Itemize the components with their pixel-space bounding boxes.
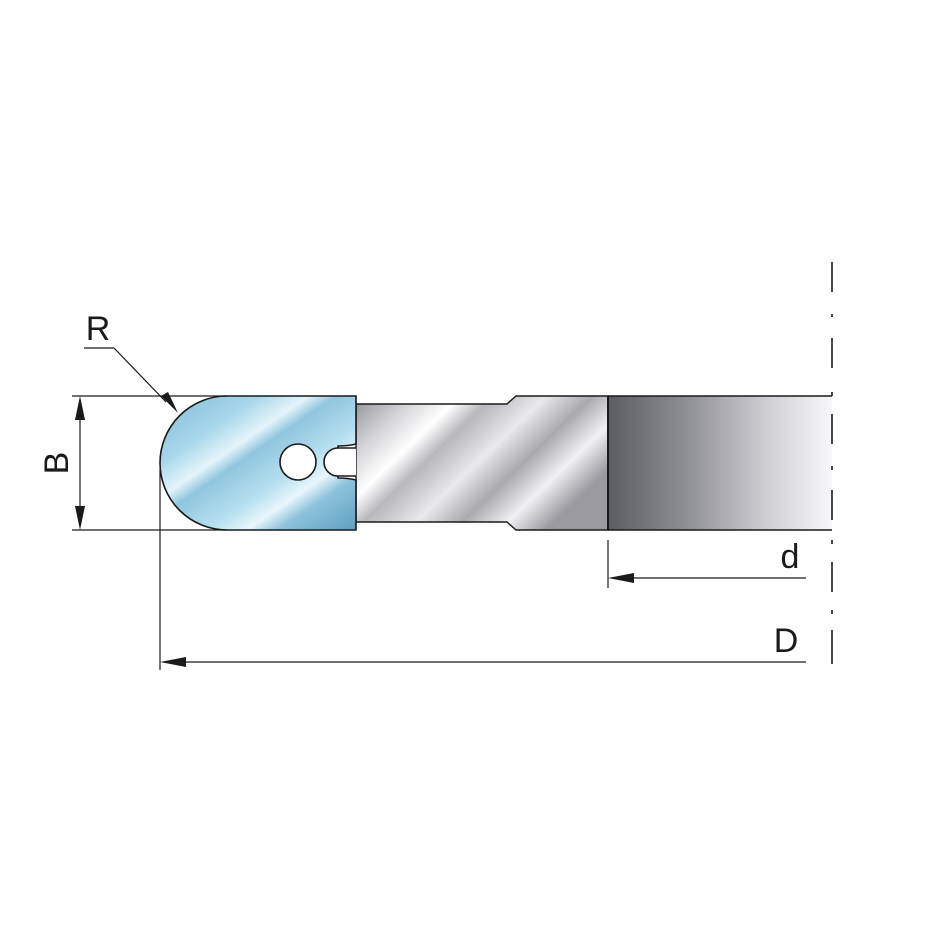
tip-slot bbox=[323, 447, 356, 477]
carbide-tip bbox=[159, 395, 357, 531]
dimension-bore-d bbox=[607, 540, 806, 588]
label-radius-r: R bbox=[86, 310, 111, 348]
tip-screw-hole bbox=[279, 443, 317, 481]
dimension-radius-r bbox=[84, 347, 178, 413]
dimension-outer-diameter-d bbox=[159, 470, 806, 670]
label-outer-diameter-d: D bbox=[774, 622, 799, 660]
cutter-body bbox=[355, 395, 609, 531]
cutter-hub bbox=[608, 396, 832, 530]
label-bore-d: d bbox=[781, 538, 800, 576]
dimension-width-b bbox=[72, 395, 227, 531]
label-width-b: B bbox=[38, 452, 76, 475]
